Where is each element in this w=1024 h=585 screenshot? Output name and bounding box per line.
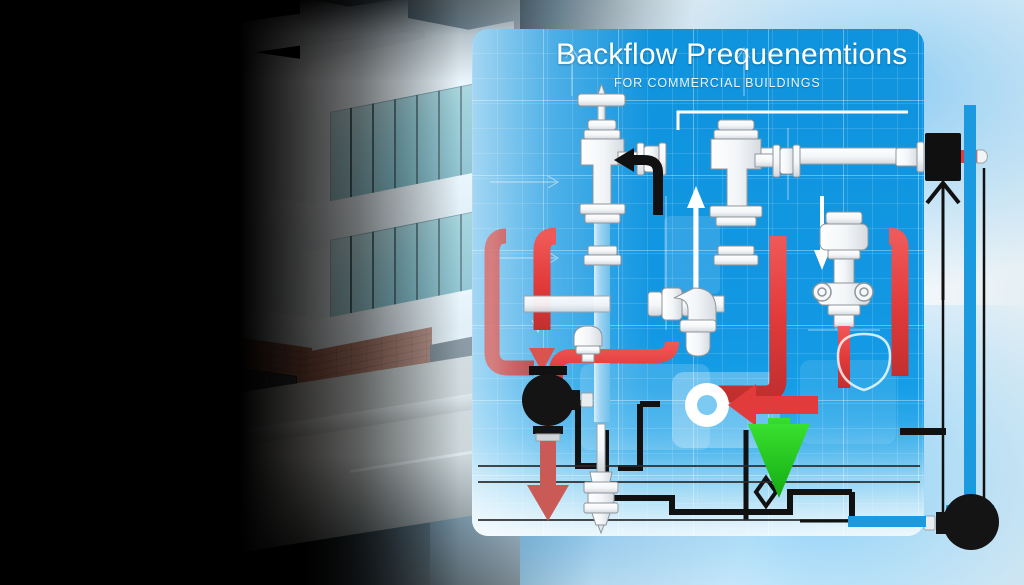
gate-valve-assembly-right <box>709 119 801 266</box>
page-title: Backflow Prequenemtions <box>556 38 908 71</box>
relief-valve-lower <box>812 211 874 328</box>
water-meter-black <box>522 366 594 442</box>
strainer-bottom <box>583 423 619 535</box>
connector-black-right <box>900 428 946 435</box>
flow-arrow-red-down-left <box>529 330 555 372</box>
ghost-fixture-outline <box>836 332 892 392</box>
pump-black-lower-right <box>800 494 999 550</box>
flow-arrow-black-curved <box>614 148 663 215</box>
inline-check-symbol <box>753 474 779 510</box>
pipe-red-left-elbow <box>484 228 534 376</box>
pressure-gauge <box>685 383 729 427</box>
ghost-panel-right <box>800 360 896 444</box>
strainer-mid <box>573 325 603 363</box>
flow-arrow-white-up <box>687 186 705 290</box>
gate-valve-assembly-left <box>577 82 667 266</box>
flow-arrow-red-down-meter <box>527 441 569 521</box>
flow-arrow-green-down <box>748 418 810 498</box>
flow-arrow-red-left-gauge <box>728 384 818 426</box>
page-subtitle: FOR COMMERCIAL BUILDINGS <box>614 76 821 90</box>
check-valve-center <box>647 287 717 357</box>
outline-loop-white <box>676 110 908 130</box>
